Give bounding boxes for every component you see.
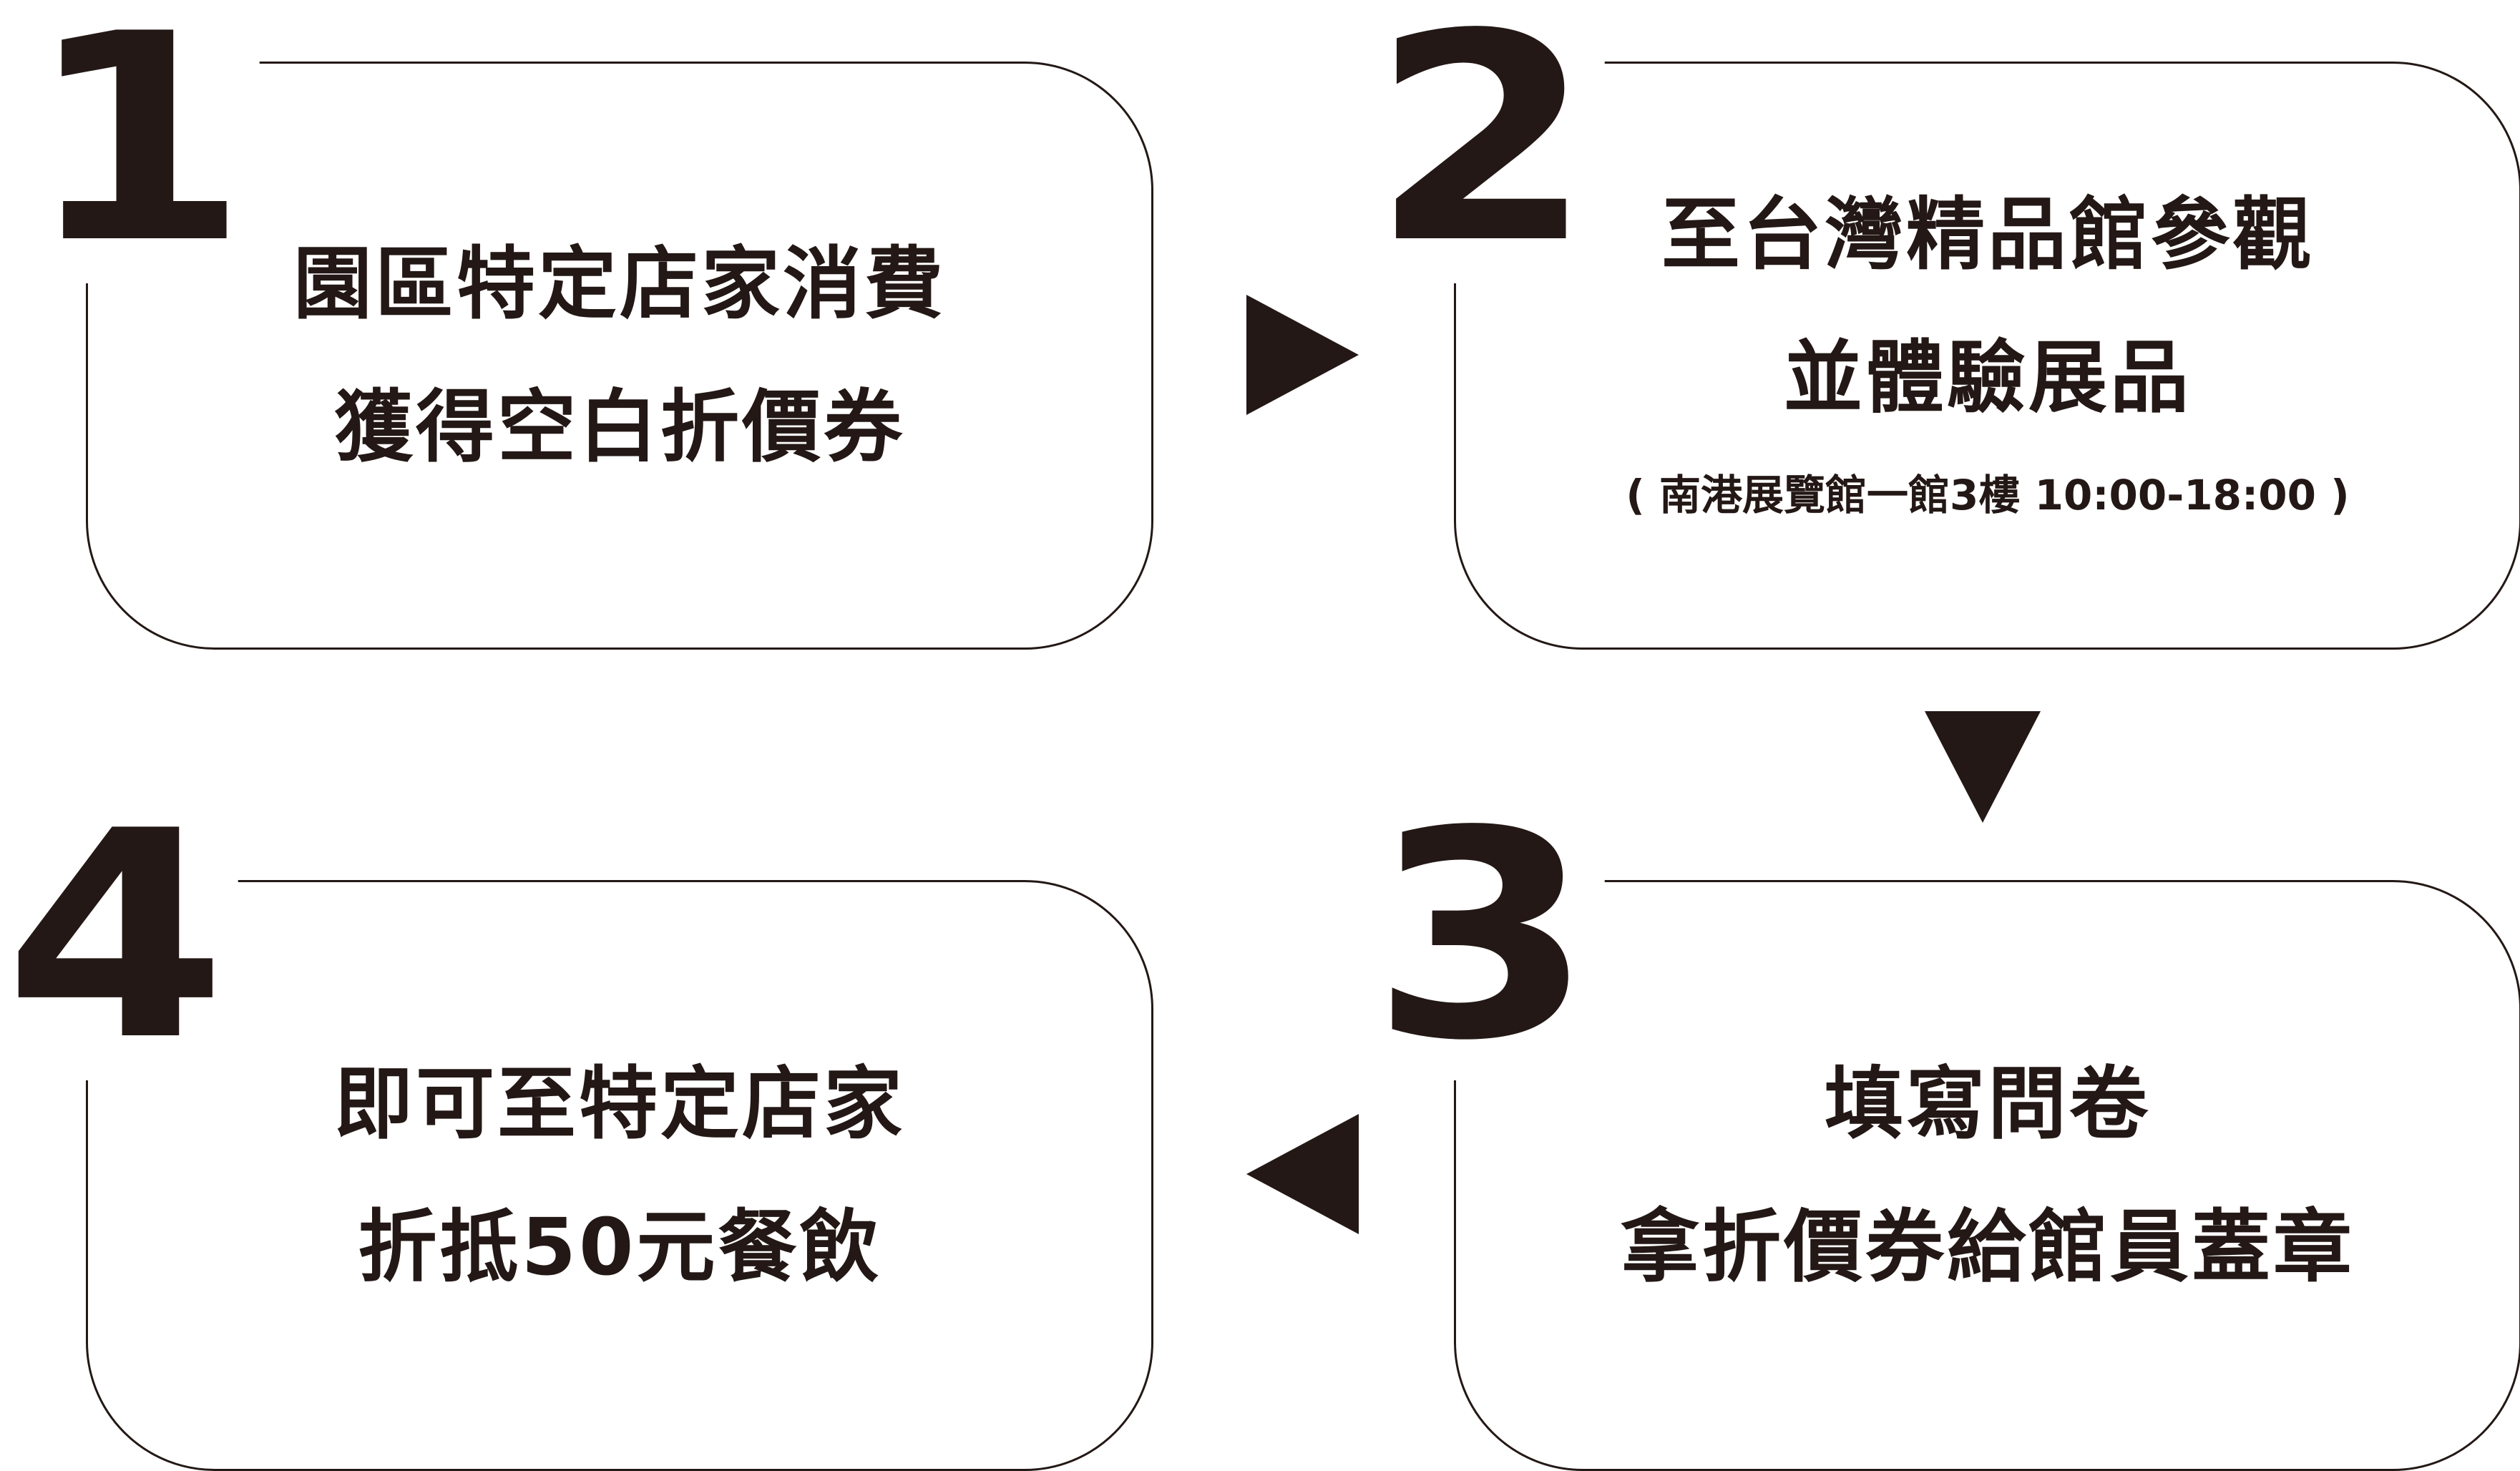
step-2-line-2: 並體驗展品 <box>1784 332 2192 424</box>
arrow-right-icon <box>1246 295 1359 415</box>
step-3-line-2: 拿折價券給館員蓋章 <box>1621 1201 2355 1293</box>
step-4-line-1: 即可至特定店家 <box>334 1058 905 1150</box>
step-1-line-2: 獲得空白折價券 <box>334 381 905 473</box>
step-3-number: 3 <box>1359 794 1606 1080</box>
step-4-number: 4 <box>0 794 239 1080</box>
step-4-line-2: 折抵50元餐飲 <box>358 1201 881 1293</box>
step-3-line-1: 填寫問卷 <box>1825 1058 2151 1150</box>
arrow-left-icon <box>1246 1114 1359 1234</box>
step-1-line-1: 園區特定店家消費 <box>293 238 946 330</box>
step-3-box: 填寫問卷 拿折價券給館員蓋章 <box>1454 880 2520 1471</box>
step-2-line-1: 至台灣精品館參觀 <box>1661 189 2314 280</box>
step-2-box: 至台灣精品館參觀 並體驗展品 ( 南港展覽館一館3樓 10:00-18:00 ) <box>1454 62 2520 650</box>
step-1-number: 1 <box>14 0 260 283</box>
step-2-number: 2 <box>1359 0 1606 283</box>
step-2-location-note: ( 南港展覽館一館3樓 10:00-18:00 ) <box>1626 471 2350 519</box>
step-4-box: 即可至特定店家 折抵50元餐飲 <box>86 880 1153 1471</box>
arrow-down-icon <box>1925 711 2041 823</box>
step-1-box: 園區特定店家消費 獲得空白折價券 <box>86 62 1153 650</box>
